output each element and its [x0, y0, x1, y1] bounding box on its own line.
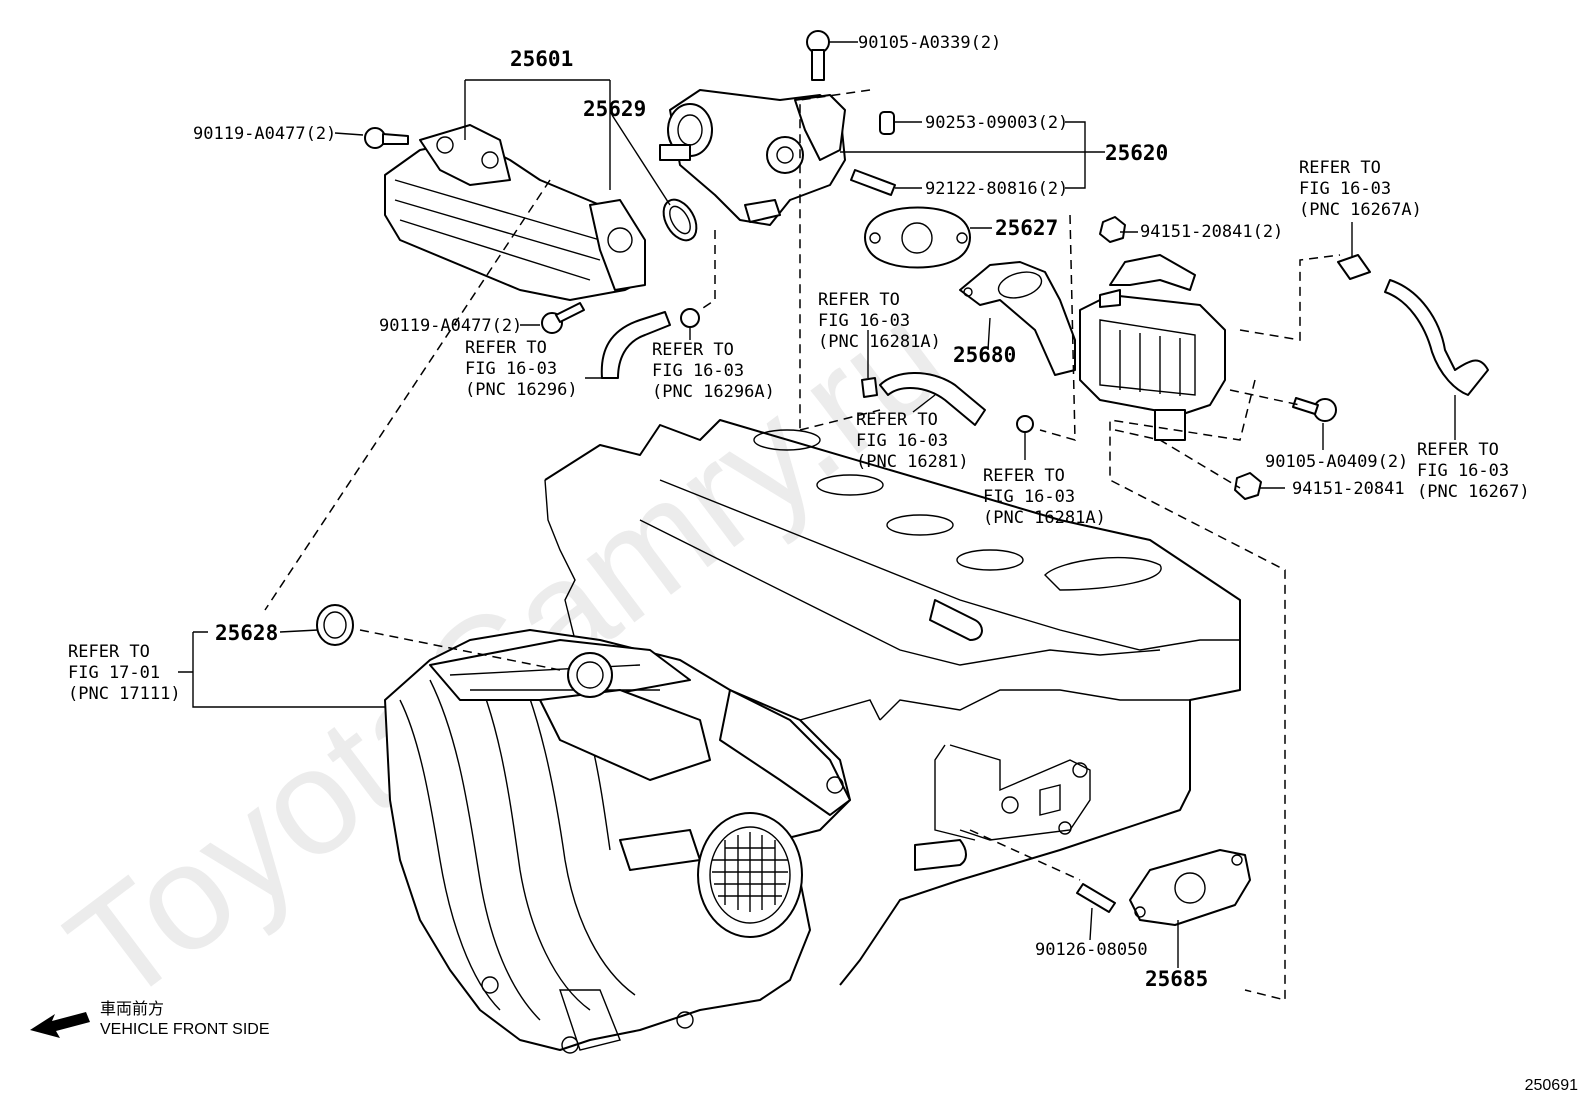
- hose-16281: [879, 372, 986, 426]
- label-94151-20841-2[interactable]: 94151-20841(2): [1140, 222, 1283, 242]
- clamp-16267a: [1337, 254, 1371, 280]
- ref-line-3: (PNC 16296A): [652, 382, 775, 402]
- ref-line-3: (PNC 16281A): [983, 508, 1106, 528]
- egr-pipe-25680: [959, 261, 1076, 376]
- ref-line-2: FIG 17-01: [68, 663, 160, 683]
- bolt-90119-a0477-bottom: [541, 302, 585, 334]
- clamp-16281a-top: [861, 377, 878, 398]
- part-number-25685[interactable]: 25685: [1145, 967, 1208, 991]
- vehicle-front-english-label: VEHICLE FRONT SIDE: [100, 1021, 270, 1038]
- gasket-25628: [316, 604, 354, 646]
- vehicle-front-indicator: 車両前方 VEHICLE FRONT SIDE: [30, 1000, 270, 1038]
- figure-id: 250691: [1525, 1077, 1578, 1094]
- pin-90253-09003: [879, 111, 895, 135]
- egr-valve-25620: [659, 89, 846, 226]
- ref-line-1: REFER TO: [818, 290, 900, 310]
- part-number-25680[interactable]: 25680: [953, 343, 1016, 367]
- ref-line-1: REFER TO: [465, 338, 547, 358]
- ref-line-3: (PNC 16267A): [1299, 200, 1422, 220]
- ref-pnc-16296[interactable]: REFER TO FIG 16-03 (PNC 16296): [465, 338, 578, 400]
- label-94151-20841[interactable]: 94151-20841: [1292, 479, 1405, 499]
- gasket-25627: [864, 206, 971, 269]
- part-number-25628[interactable]: 25628: [215, 621, 278, 645]
- part-number-25601[interactable]: 25601: [510, 47, 573, 71]
- hose-16267: [1384, 279, 1489, 396]
- ref-line-3: (PNC 16281): [856, 452, 969, 472]
- leader-lines: [178, 41, 1456, 968]
- label-92122-80816[interactable]: 92122-80816(2): [925, 179, 1068, 199]
- bolt-90105-a0409: [1292, 397, 1337, 422]
- part-number-25627[interactable]: 25627: [995, 216, 1058, 240]
- gasket-25629: [662, 198, 698, 242]
- ref-pnc-16296a[interactable]: REFER TO FIG 16-03 (PNC 16296A): [652, 340, 775, 402]
- ref-line-2: FIG 16-03: [1417, 461, 1509, 481]
- label-90119-a0477-top[interactable]: 90119-A0477(2): [193, 124, 336, 144]
- ref-line-1: REFER TO: [856, 410, 938, 430]
- ref-line-3: (PNC 16296): [465, 380, 578, 400]
- assembly-dashed-lines: [264, 89, 1341, 1001]
- nut-94151-20841: [1234, 472, 1262, 500]
- clamp-16281a-bottom: [1016, 415, 1034, 433]
- vehicle-front-native-label: 車両前方: [100, 1000, 164, 1018]
- label-90126-08050[interactable]: 90126-08050: [1035, 940, 1148, 960]
- egr-cooler-unit: [1079, 254, 1226, 441]
- hose-16296: [600, 311, 671, 379]
- front-arrow-icon: [30, 1012, 90, 1038]
- stud-90126-08050: [1076, 883, 1116, 913]
- ref-line-2: FIG 16-03: [983, 487, 1075, 507]
- ref-pnc-16281a-top[interactable]: REFER TO FIG 16-03 (PNC 16281A): [818, 290, 941, 352]
- label-90253-09003[interactable]: 90253-09003(2): [925, 113, 1068, 133]
- bolt-90119-a0477-top: [364, 127, 409, 149]
- label-90105-a0339[interactable]: 90105-A0339(2): [858, 33, 1001, 53]
- ref-line-1: REFER TO: [68, 642, 150, 662]
- ref-pnc-16281a-bottom[interactable]: REFER TO FIG 16-03 (PNC 16281A): [983, 466, 1106, 528]
- ref-pnc-17111[interactable]: REFER TO FIG 17-01 (PNC 17111): [68, 642, 181, 704]
- ref-line-1: REFER TO: [983, 466, 1065, 486]
- ref-pnc-16281[interactable]: REFER TO FIG 16-03 (PNC 16281): [856, 410, 969, 472]
- ref-line-2: FIG 16-03: [818, 311, 910, 331]
- ref-pnc-16267a[interactable]: REFER TO FIG 16-03 (PNC 16267A): [1299, 158, 1422, 220]
- part-number-25629[interactable]: 25629: [583, 97, 646, 121]
- clamp-16296a: [680, 308, 700, 328]
- bolt-90105-a0339: [806, 30, 830, 81]
- label-90119-a0477-bottom[interactable]: 90119-A0477(2): [379, 316, 522, 336]
- ref-line-2: FIG 16-03: [465, 359, 557, 379]
- ref-pnc-16267[interactable]: REFER TO FIG 16-03 (PNC 16267): [1417, 440, 1530, 502]
- ref-line-1: REFER TO: [1299, 158, 1381, 178]
- ref-line-2: FIG 16-03: [856, 431, 948, 451]
- nut-94151-20841-2: [1099, 216, 1126, 243]
- gasket-25685: [1129, 849, 1251, 926]
- throttle-mesh: [712, 832, 788, 912]
- ref-line-3: (PNC 16281A): [818, 332, 941, 352]
- ref-line-2: FIG 16-03: [1299, 179, 1391, 199]
- intake-manifold: [384, 629, 851, 1054]
- ref-line-1: REFER TO: [1417, 440, 1499, 460]
- egr-cooler-25601: [384, 124, 646, 301]
- ref-line-3: (PNC 16267): [1417, 482, 1530, 502]
- stud-92122-80816: [850, 169, 896, 196]
- ref-line-1: REFER TO: [652, 340, 734, 360]
- ref-line-3: (PNC 17111): [68, 684, 181, 704]
- part-number-25620[interactable]: 25620: [1105, 141, 1168, 165]
- ref-line-2: FIG 16-03: [652, 361, 744, 381]
- label-90105-a0409[interactable]: 90105-A0409(2): [1265, 452, 1408, 472]
